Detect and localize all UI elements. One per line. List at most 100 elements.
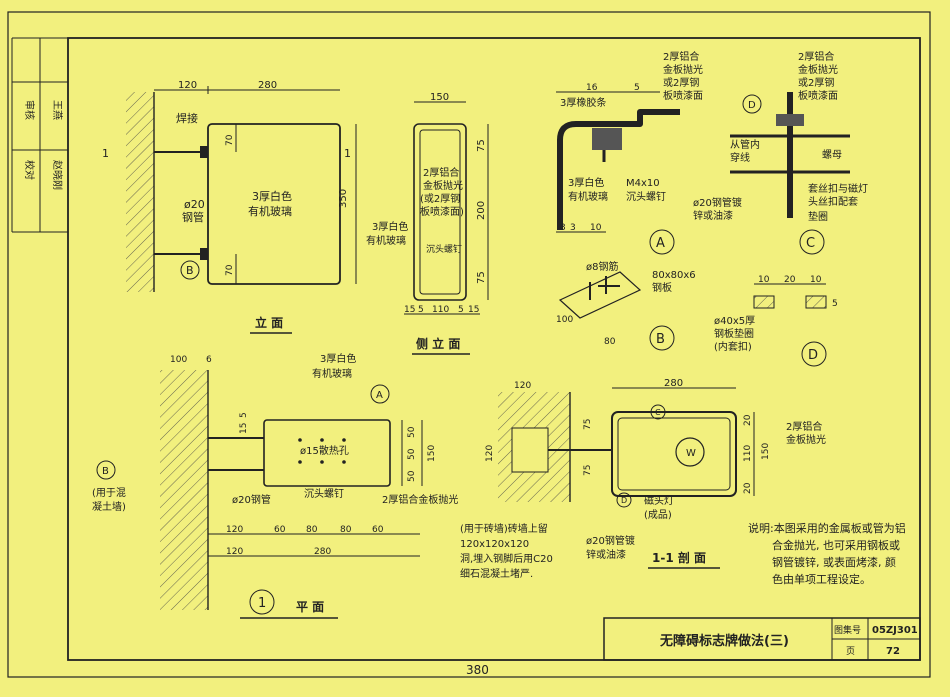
plan-sign-body [263,419,391,487]
callout-b-circle [180,260,200,280]
dim-side-h1: 75 [476,139,487,152]
elev-callout-b: B [186,264,194,277]
section-sign-body [611,411,737,497]
side-title: 侧 立 面 [416,336,460,351]
detail-d: 10 20 10 5 ø40x5厚钢板垫圈(内套扣) D [714,275,838,367]
plan-holes-label: ø15散热孔 [300,444,349,457]
detail-b-label: B [656,332,665,347]
dim-plan-b1: 120 [226,525,243,535]
dim-sec-top: 120 [514,381,531,391]
a-plate-label: 2厚铝合金板抛光或2厚钢板喷漆面 [663,50,703,102]
a-acrylic-label: 3厚白色有机玻璃 [568,176,608,203]
sheet-title: 无障碍标志牌做法(三) [659,633,789,649]
page-label: 页 [846,646,855,657]
dim-side-b5: 15 [468,305,479,315]
note-line-0: 说明:本图采用的金属板或管为铝 [748,521,906,535]
dim-a-b3: 10 [590,223,602,233]
dim-sec-v1: 20 [743,414,753,426]
dim-plan-d3: 5 [239,412,249,418]
dim-side-b3: 110 [432,305,449,315]
plan-view: 100 6 5 15 3厚白色有机玻璃 A ø15散热孔 50 50 50 15… [92,352,458,619]
dim-plan-d2: 6 [206,355,212,365]
plan-callout-a [370,384,390,404]
left-strip: 审核 校对 王燕 赵晓刚 [23,100,64,190]
side-frame [413,123,467,301]
side-screw-label: 沉头螺钉 [426,244,462,255]
dim-sec-v4: 150 [761,443,771,460]
plan-callout-b [96,460,116,480]
dim-a-b1: 3 [560,223,566,233]
page-number: 380 [466,663,489,677]
sec-callout-c-label: C [655,408,661,417]
dim-plan-v3: 50 [407,470,417,482]
sec-callout-d-label: D [621,496,627,505]
dim-b-a: 100 [556,315,573,325]
dim-plan-t2: 280 [314,547,331,557]
sec-plate-label: 2厚铝合金板抛光 [786,420,826,446]
svg-text:W: W [686,448,696,459]
dim-plan-d1: 100 [170,355,187,365]
dim-a-b2: 3 [570,223,576,233]
dim-sec-s1: 75 [583,419,593,430]
dim-side-b1: 15 [404,305,415,315]
plan-callout-b-label: B [102,466,109,477]
strip-label-0: 审核 [23,100,36,120]
c-washer-label: 垫圈 [808,210,828,223]
plan-callout-a-label: A [376,390,383,401]
inner-frame [67,37,921,661]
dim-side-h2: 200 [476,201,487,220]
sec-lamp-label: 磁头灯(成品) [644,494,674,521]
strip-label-1: 校对 [23,160,36,180]
plan-screw-label: 沉头螺钉 [304,487,344,500]
strip-value-2: 赵晓刚 [51,160,64,190]
dim-side-b4: 5 [458,305,464,315]
dim-side-b2: 5 [418,305,424,315]
note-line-1: 合金抛光, 也可采用钢板或 [772,538,900,552]
dim-elev-w1: 120 [178,80,197,91]
dim-elev-h3: 70 [225,264,235,276]
plan-number: 1 [258,596,266,611]
dim-plan-v1: 50 [407,426,417,438]
dim-side-w: 150 [430,92,449,103]
title-block: 无障碍标志牌做法(三) 图集号 05ZJ301 页 72 [603,617,921,661]
plan-title: 平 面 [296,600,324,614]
plan-plate-label: 2厚铝合金板抛光 [382,493,458,506]
elev-section-mark: 1 [102,147,109,160]
dim-plan-b4: 80 [340,525,352,535]
detail-d-label: D [808,348,818,363]
c-callout-d-label: D [748,100,756,111]
side-plate-label: 2厚铝合金板抛光(或2厚钢板喷漆面) [420,166,464,218]
note-line-2: 钢管镀锌, 或表面烤漆, 颜 [772,555,896,569]
note-line-3: 色由单项工程设定。 [772,572,871,586]
dim-side-h3: 75 [476,271,487,284]
sec-callout-d [616,492,632,508]
detail-a-label: A [656,236,665,251]
c-callout-d [742,94,762,114]
plan-number-circle [249,589,275,615]
sign-panel [207,123,341,285]
dim-sec-v3: 20 [743,482,753,494]
dim-elev-w2: 280 [258,80,277,91]
dim-plan-b5: 60 [372,525,384,535]
detail-a: 16 5 3厚橡胶条 2厚铝合金板抛光或2厚钢板喷漆面 3厚白色有机玻璃 M4x… [556,50,703,255]
dim-plan-t1: 120 [226,547,243,557]
dim-plan-d4: 15 [239,423,249,434]
plan-pipe-label: ø20钢管 [232,493,271,506]
sec-callout-c [650,404,666,420]
dim-plan-v2: 50 [407,448,417,460]
outer-frame [7,11,931,678]
wall-hatch [126,92,154,292]
notes: 说明:本图采用的金属板或管为铝 合金抛光, 也可采用钢板或 钢管镀锌, 或表面烤… [748,521,906,586]
detail-b-circle [649,325,675,351]
strip-value-0: 王燕 [51,100,63,120]
c-pipe-label: ø20钢管镀锌或油漆 [693,196,742,222]
elev-weld-label: 焊接 [176,111,198,125]
d-washer-label: ø40x5厚钢板垫圈(内套扣) [714,315,755,353]
a-rubber-label: 3厚橡胶条 [560,96,606,109]
dim-sec-left: 120 [485,445,495,462]
sec-pipe-label: ø20钢管镀锌或油漆 [586,534,635,561]
